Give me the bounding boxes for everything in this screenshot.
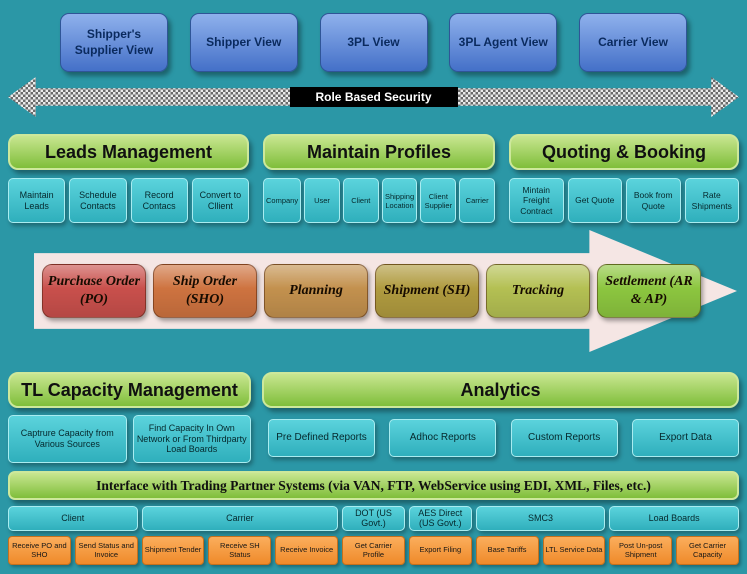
- partner-aes-direct: AES Direct (US Govt.): [408, 506, 472, 531]
- feature-item: Carrier: [459, 178, 496, 223]
- section-maintain-profiles: Maintain Profiles Company User Client Sh…: [263, 134, 496, 223]
- feature-item: Maintain Leads: [8, 178, 66, 223]
- view-box-3pl-agent: 3PL Agent View: [449, 13, 558, 72]
- edi-function-box: Post Un-post Shipment: [609, 536, 673, 565]
- edi-function-box: Shipment Tender: [141, 536, 205, 565]
- feature-item: Client Supplier: [420, 178, 457, 223]
- maintain-profiles-items: Company User Client Shipping Location Cl…: [263, 178, 496, 223]
- quoting-booking-items: Mintain Freight Contract Get Quote Book …: [509, 178, 739, 223]
- section-tl-capacity: TL Capacity Management Captrure Capacity…: [8, 372, 251, 463]
- partner-functions-row: Receive PO and SHO Send Status and Invoi…: [8, 536, 739, 565]
- edi-function-box: Export Filing: [408, 536, 472, 565]
- maintain-profiles-header: Maintain Profiles: [263, 134, 495, 170]
- feature-item: Captrure Capacity from Various Sources: [8, 415, 127, 463]
- edi-function-box: Get Carrier Profile: [342, 536, 405, 565]
- stage-shipment: Shipment (SH): [375, 264, 479, 318]
- process-flow: Purchase Order (PO) Ship Order (SHO) Pla…: [0, 230, 747, 352]
- stage-settlement: Settlement (AR & AP): [597, 264, 701, 318]
- lower-sections-row: TL Capacity Management Captrure Capacity…: [8, 372, 739, 463]
- edi-function-box: Get Carrier Capacity: [676, 536, 739, 565]
- process-stages: Purchase Order (PO) Ship Order (SHO) Pla…: [42, 264, 701, 318]
- tl-capacity-items: Captrure Capacity from Various Sources F…: [8, 415, 251, 463]
- section-leads-management: Leads Management Maintain Leads Schedule…: [8, 134, 249, 223]
- view-box-carrier: Carrier View: [579, 13, 687, 72]
- stage-ship-order: Ship Order (SHO): [153, 264, 257, 318]
- stage-planning: Planning: [264, 264, 368, 318]
- edi-function-box: LTL Service Data: [542, 536, 606, 565]
- role-based-security-band: Role Based Security: [8, 77, 739, 117]
- tl-capacity-header: TL Capacity Management: [8, 372, 251, 408]
- stage-purchase-order: Purchase Order (PO): [42, 264, 146, 318]
- feature-item: Convert to Cllient: [191, 178, 249, 223]
- feature-sections-row: Leads Management Maintain Leads Schedule…: [8, 134, 739, 223]
- partner-smc3: SMC3: [475, 506, 606, 531]
- feature-item: Company: [263, 178, 302, 223]
- feature-item: Mintain Freight Contract: [509, 178, 564, 223]
- feature-item: Client: [342, 178, 379, 223]
- partner-dot: DOT (US Govt.): [342, 506, 405, 531]
- section-analytics: Analytics Pre Defined Reports Adhoc Repo…: [262, 372, 739, 463]
- view-box-3pl: 3PL View: [319, 13, 428, 72]
- feature-item: Book from Quote: [626, 178, 681, 223]
- feature-item: Record Contacs: [130, 178, 188, 223]
- feature-item: Pre Defined Reports: [268, 419, 375, 457]
- leads-management-items: Maintain Leads Schedule Contacts Record …: [8, 178, 249, 223]
- feature-item: Export Data: [631, 419, 739, 457]
- leads-management-header: Leads Management: [8, 134, 249, 170]
- feature-item: Custom Reports: [510, 419, 618, 457]
- partner-load-boards: Load Boards: [609, 506, 739, 531]
- analytics-items: Pre Defined Reports Adhoc Reports Custom…: [262, 419, 739, 457]
- feature-item: Shipping Location: [381, 178, 418, 223]
- interface-banner: Interface with Trading Partner Systems (…: [8, 471, 739, 500]
- view-box-shippers-supplier: Shipper's Supplier View: [60, 13, 168, 72]
- partner-carrier: Carrier: [141, 506, 339, 531]
- edi-function-box: Base Tariffs: [475, 536, 539, 565]
- partner-client: Client: [8, 506, 138, 531]
- feature-item: User: [304, 178, 340, 223]
- feature-item: Adhoc Reports: [389, 419, 497, 457]
- quoting-booking-header: Quoting & Booking: [509, 134, 739, 170]
- views-row: Shipper's Supplier View Shipper View 3PL…: [60, 13, 687, 72]
- edi-function-box: Receive SH Status: [208, 536, 272, 565]
- edi-function-box: Receive Invoice: [275, 536, 339, 565]
- feature-item: Find Capacity In Own Network or From Thi…: [132, 415, 251, 463]
- trading-partners-row: Client Carrier DOT (US Govt.) AES Direct…: [8, 506, 739, 531]
- edi-function-box: Send Status and Invoice: [74, 536, 138, 565]
- security-banner: Role Based Security: [289, 87, 458, 107]
- feature-item: Rate Shipments: [684, 178, 739, 223]
- stage-tracking: Tracking: [486, 264, 590, 318]
- feature-item: Get Quote: [567, 178, 622, 223]
- view-box-shipper: Shipper View: [189, 13, 298, 72]
- edi-function-box: Receive PO and SHO: [8, 536, 71, 565]
- feature-item: Schedule Contacts: [69, 178, 127, 223]
- section-quoting-booking: Quoting & Booking Mintain Freight Contra…: [509, 134, 739, 223]
- analytics-header: Analytics: [262, 372, 739, 408]
